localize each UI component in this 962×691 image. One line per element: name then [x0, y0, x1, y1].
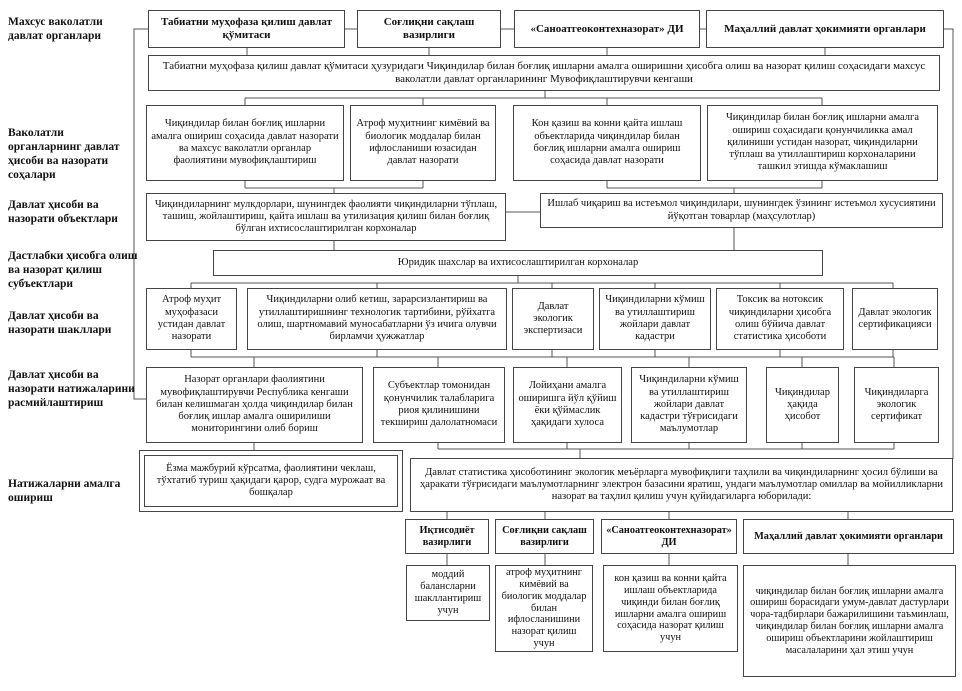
form-state-environmental-control: Атроф муҳит муҳофазаси устидан давлат на…	[146, 288, 237, 350]
row-label-control-forms: Давлат ҳисоби ва назорати шакллари	[8, 310, 112, 336]
purpose-mining-control: кон қазиш ва конни қайта ишлаш объектлар…	[603, 565, 738, 652]
purpose-pollution-control: атроф муҳитнинг кимёвий ва биологик модд…	[495, 565, 593, 652]
row-label-result-formalization: Давлат ҳисоби ва назорати натижаларини р…	[8, 369, 135, 409]
enforcement-measures-box: Ёзма мажбурий кўрсатма, фаолиятини чекла…	[139, 450, 403, 512]
subjects-legal-entities-box: Юридик шахслар ва ихтисослаштирилган кор…	[213, 250, 823, 276]
form-primary-documents: Чиқиндиларни олиб кетиш, зарарсизлантири…	[247, 288, 507, 350]
agency-sanoatgeokontechnazorat: «Саноатгеоконтехназорат» ДИ	[514, 10, 700, 48]
recipient-local-government: Маҳаллий давлат ҳокимияти органлари	[743, 519, 954, 554]
result-ecological-certificate: Чиқиндиларга экологик сертификат	[854, 367, 939, 443]
form-state-cadastre: Чиқиндиларни кўмиш ва утиллаштириш жойла…	[599, 288, 711, 350]
recipient-economy-ministry: Иқтисодиёт вазирлиги	[405, 519, 489, 554]
row-label-result-implementation: Натижаларни амалга ошириш	[8, 478, 121, 504]
recipient-sanoatgeokontechnazorat: «Саноатгеоконтехназорат» ДИ	[601, 519, 737, 554]
row-label-control-objects: Давлат ҳисоби ва назорати объектлари	[8, 199, 118, 225]
result-monitoring: Назорат органлари фаолиятини мувофиқлашт…	[146, 367, 363, 443]
object-production-consumption-waste: Ишлаб чиқариш ва истеъмол чиқиндилари, ш…	[540, 193, 943, 228]
recipient-health-ministry: Соғлиқни сақлаш вазирлиги	[495, 519, 594, 554]
agency-nature-protection-committee: Табиатни муҳофаза қилиш давлат қўмитаси	[148, 10, 345, 48]
result-project-conclusion: Лойиҳани амалга оширишга йўл қўйиш ёки қ…	[513, 367, 622, 443]
purpose-state-programs: чиқиндилар билан боғлиқ ишларни амалга о…	[743, 565, 956, 677]
result-inspection-act: Субъектлар томонидан қонунчилик талаблар…	[373, 367, 505, 443]
form-ecological-expertise: Давлат экологик экспертизаси	[512, 288, 594, 350]
area-mining-objects: Кон қазиш ва конни қайта ишлаш объектлар…	[513, 105, 701, 181]
statistics-analysis-box: Давлат статистика ҳисоботининг экологик …	[410, 458, 953, 512]
row-label-special-authorized-bodies: Махсус ваколатли давлат органлари	[8, 16, 103, 42]
form-statistics-reporting: Токсик ва нотоксик чиқиндиларни ҳисобга …	[716, 288, 844, 350]
area-environment-pollution: Атроф муҳитнинг кимёвий ва биологик модд…	[350, 105, 496, 181]
enforcement-measures-text: Ёзма мажбурий кўрсатма, фаолиятини чекла…	[144, 455, 398, 507]
form-ecological-certification: Давлат экологик сертификацияси	[852, 288, 938, 350]
row-label-control-subjects: Дастлабки ҳисобга олиш ва назорат қилиш …	[8, 250, 138, 290]
agency-local-government: Маҳаллий давлат ҳокимияти органлари	[706, 10, 944, 48]
area-waste-oversight: Чиқиндилар билан боғлиқ ишларни амалга о…	[146, 105, 344, 181]
result-waste-report: Чиқиндилар ҳақида ҳисобот	[766, 367, 839, 443]
area-legislation-compliance: Чиқиндилар билан боғлиқ ишларни амалга о…	[707, 105, 938, 181]
object-waste-owners: Чиқиндиларнинг мулкдорлари, шунингдек фа…	[146, 193, 506, 241]
coordination-council-box: Табиатни муҳофаза қилиш давлат қўмитаси …	[148, 55, 940, 91]
purpose-material-balances: моддий балансларни шакллантириш учун	[406, 565, 490, 621]
agency-health-ministry: Соғлиқни сақлаш вазирлиги	[357, 10, 501, 48]
row-label-control-areas: Ваколатли органларнинг давлат ҳисоби ва …	[8, 127, 120, 181]
result-cadastre-data: Чиқиндиларни кўмиш ва утиллаштириш жойла…	[631, 367, 747, 443]
